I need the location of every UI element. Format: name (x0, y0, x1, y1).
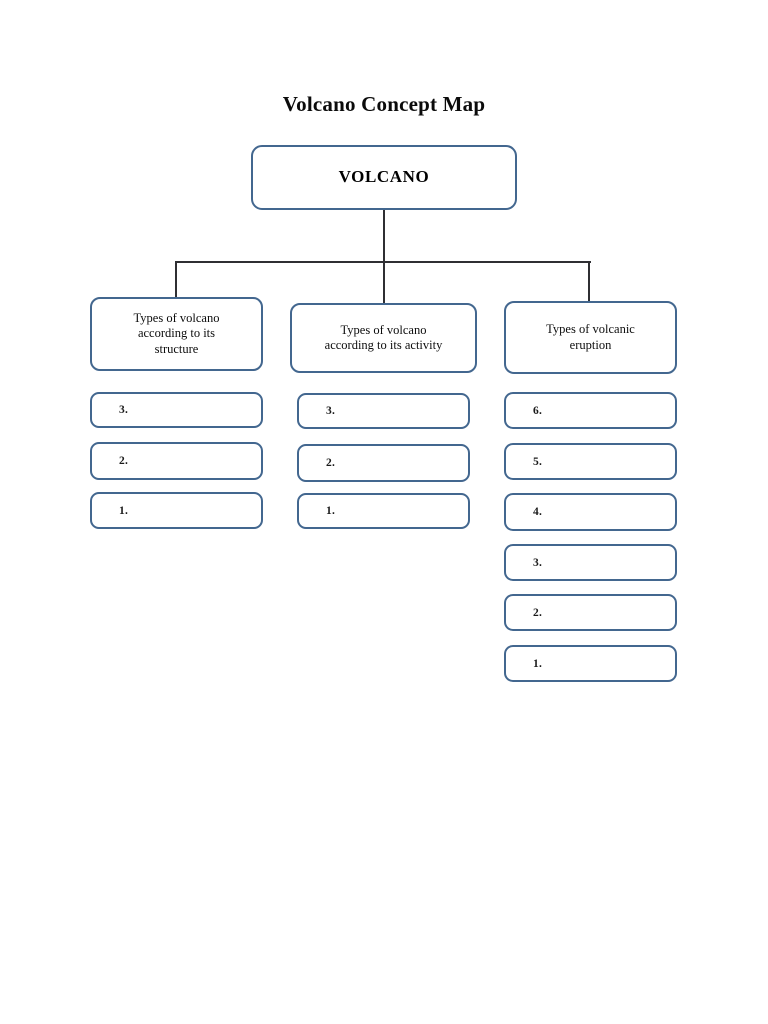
answer-slot-number: 1. (119, 504, 129, 517)
answer-slot-eruption-6[interactable]: 6. (504, 392, 677, 429)
answer-slot-activity-2[interactable]: 2. (297, 444, 470, 482)
root-node-label: VOLCANO (338, 167, 430, 187)
page-title: Volcano Concept Map (282, 92, 486, 116)
answer-slot-structure-2[interactable]: 2. (90, 442, 263, 480)
category-node-label: Types of volcanic eruption (546, 322, 635, 352)
answer-slot-eruption-5[interactable]: 5. (504, 443, 677, 480)
connector-drop-structure (175, 261, 177, 298)
answer-slot-number: 2. (326, 457, 336, 469)
answer-slot-number: 3. (533, 556, 543, 569)
answer-slot-number: 4. (533, 506, 543, 518)
category-node-structure[interactable]: Types of volcano according to its struct… (90, 297, 263, 371)
answer-slot-number: 5. (533, 455, 543, 468)
answer-slot-number: 1. (533, 657, 543, 670)
answer-slot-number: 6. (533, 404, 543, 417)
answer-slot-eruption-4[interactable]: 4. (504, 493, 677, 531)
answer-slot-eruption-1[interactable]: 1. (504, 645, 677, 682)
root-node-volcano[interactable]: VOLCANO (251, 145, 517, 210)
answer-slot-activity-1[interactable]: 1. (297, 493, 470, 529)
connector-drop-eruption (588, 261, 590, 302)
answer-slot-structure-1[interactable]: 1. (90, 492, 263, 529)
category-node-label: Types of volcano according to its activi… (324, 322, 443, 352)
answer-slot-eruption-2[interactable]: 2. (504, 594, 677, 631)
category-node-activity[interactable]: Types of volcano according to its activi… (290, 303, 477, 373)
category-node-eruption[interactable]: Types of volcanic eruption (504, 301, 677, 374)
connector-root-stem (383, 210, 385, 263)
answer-slot-number: 3. (326, 405, 336, 417)
category-node-label: Types of volcano according to its struct… (133, 311, 220, 356)
answer-slot-number: 2. (533, 606, 543, 619)
answer-slot-number: 1. (326, 505, 336, 517)
answer-slot-number: 2. (119, 455, 129, 467)
answer-slot-structure-3[interactable]: 3. (90, 392, 263, 428)
answer-slot-eruption-3[interactable]: 3. (504, 544, 677, 581)
answer-slot-activity-3[interactable]: 3. (297, 393, 470, 429)
answer-slot-number: 3. (119, 404, 129, 416)
connector-drop-activity (383, 261, 385, 304)
